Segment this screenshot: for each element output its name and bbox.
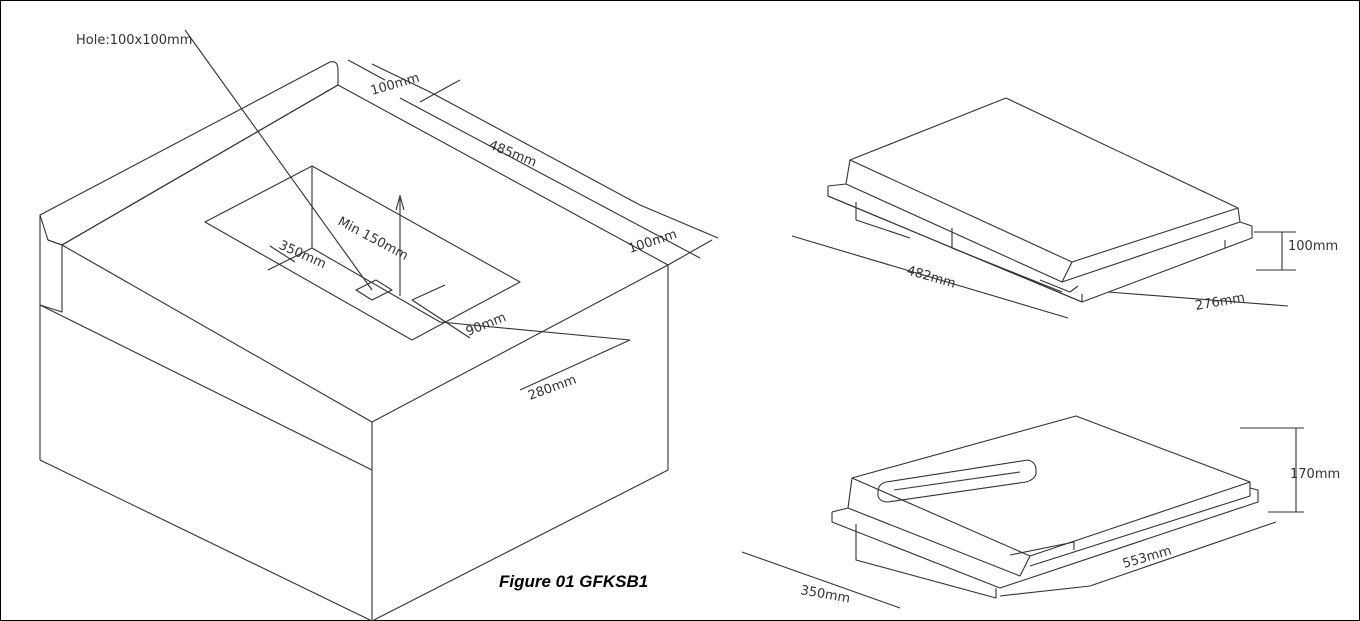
label-top-height: 100mm bbox=[1288, 239, 1338, 254]
label-top-length: 482mm bbox=[905, 263, 957, 291]
counter-drawing bbox=[39, 29, 719, 621]
label-length: 485mm bbox=[487, 138, 539, 171]
label-offset-right: 100mm bbox=[627, 227, 679, 257]
label-hole-offset: 90mm bbox=[464, 310, 508, 340]
bottom-unit-drawing bbox=[741, 415, 1304, 609]
label-top-width: 276mm bbox=[1194, 290, 1246, 313]
label-min-height: Min 150mm bbox=[335, 214, 410, 264]
label-width: 280mm bbox=[526, 373, 578, 404]
top-unit-drawing bbox=[791, 97, 1296, 319]
figure-caption: Figure 01 GFKSB1 bbox=[499, 572, 648, 591]
label-bottom-height: 170mm bbox=[1290, 467, 1340, 482]
label-hole-size: Hole:100x100mm bbox=[76, 33, 192, 48]
label-bottom-length: 553mm bbox=[1121, 544, 1173, 572]
label-bottom-width: 350mm bbox=[799, 583, 851, 606]
